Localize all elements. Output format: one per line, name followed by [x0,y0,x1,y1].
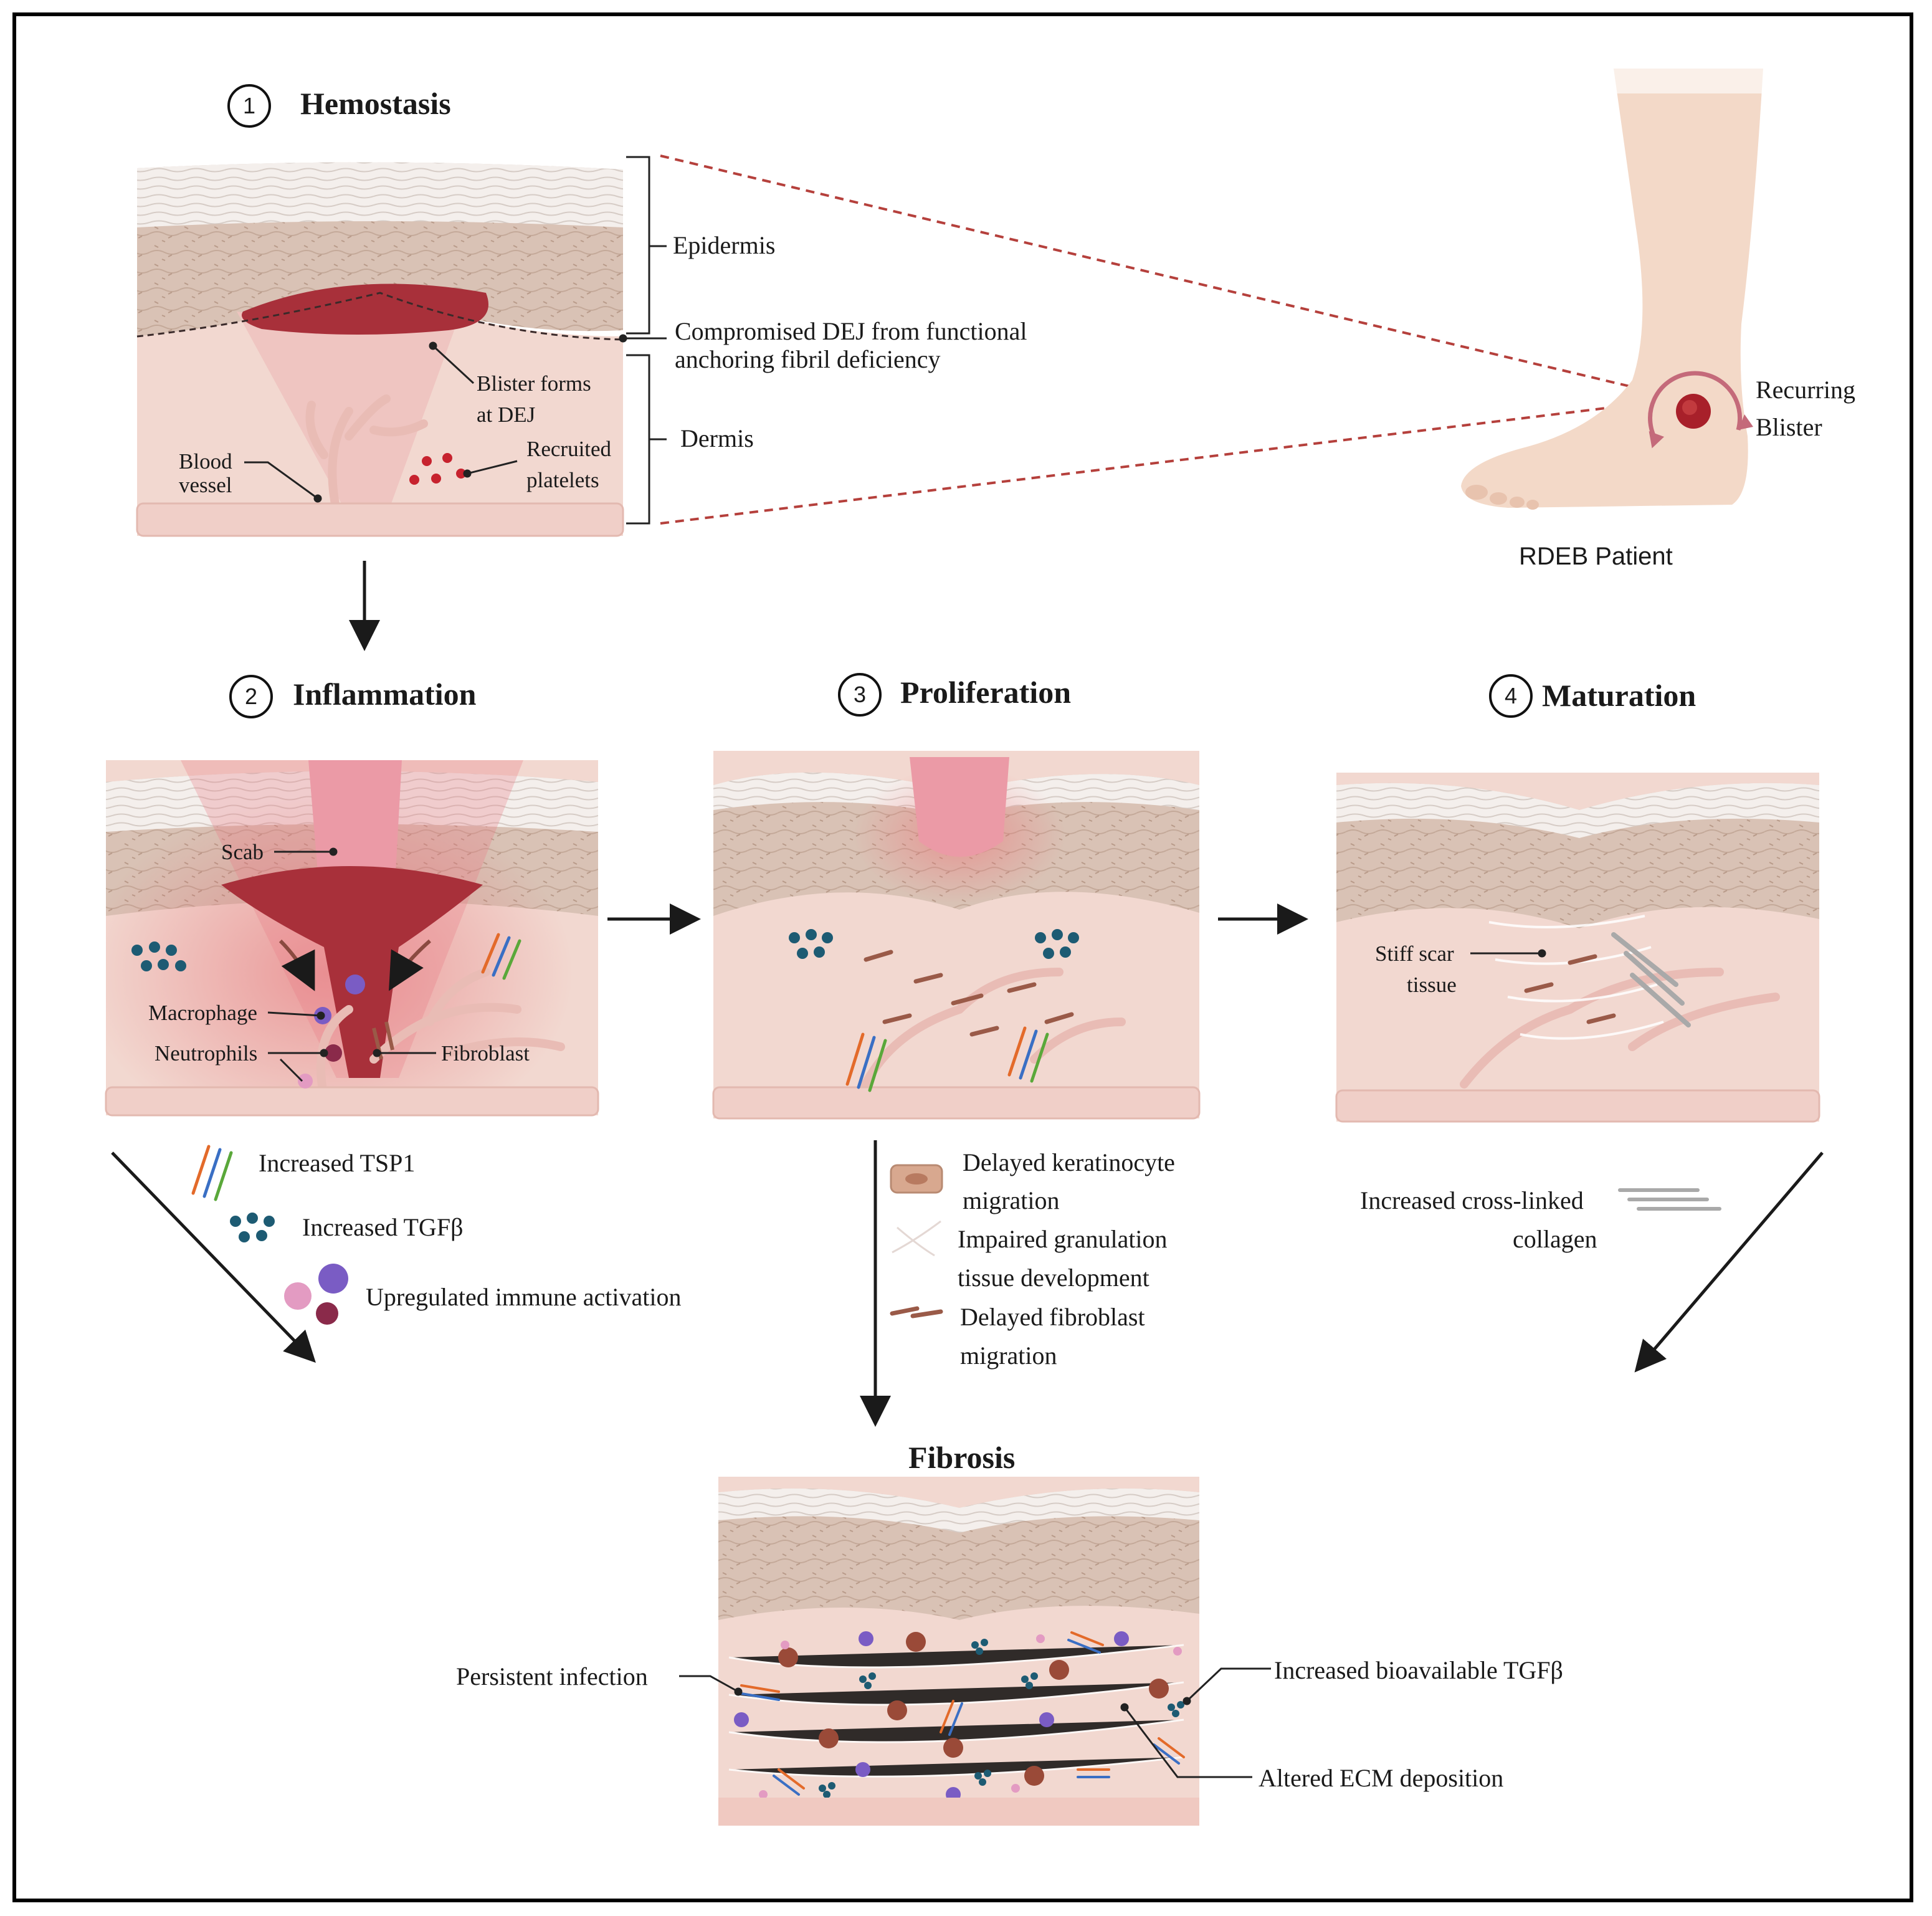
legend-immune: Upregulated immune activation [366,1283,682,1311]
legend-kera-line1: Delayed keratinocyte [963,1148,1175,1176]
legend-collagen-line2: collagen [1513,1225,1597,1253]
legend-tgfb: Increased TGFβ [302,1213,464,1241]
label-scar-line1: Stiff scar [1375,941,1454,966]
fibrosis-leaders [679,1667,1271,1778]
hemostasis-brackets [619,156,667,525]
legend-kera-line2: migration [963,1186,1060,1214]
label-scar-line2: tissue [1407,973,1457,997]
label-bioavailable-tgfb: Increased bioavailable TGFβ [1274,1656,1563,1684]
label-blood-line1: Blood [179,449,232,474]
stage-number-3: 3 [838,673,882,717]
stage-title-hemostasis: Hemostasis [300,86,451,121]
stage-title-proliferation: Proliferation [900,675,1071,710]
label-recurring-line1: Recurring [1756,376,1855,404]
label-macrophage: Macrophage [148,1001,257,1025]
inflammation-leaders [267,847,436,1082]
legend-gran-line1: Impaired granulation [958,1225,1168,1253]
label-dej-line2: anchoring fibril deficiency [675,345,941,373]
label-altered-ecm: Altered ECM deposition [1259,1764,1504,1792]
stage-title-maturation: Maturation [1542,678,1696,713]
label-persistent-infection: Persistent infection [456,1662,648,1690]
fibrosis-skin-panel [718,1477,1199,1826]
stage-number-1: 1 [227,84,271,128]
legend-fibro-line2: migration [960,1342,1057,1370]
proliferation-skin-panel [712,751,1201,1120]
stage-title-inflammation: Inflammation [293,677,477,712]
label-recurring-line2: Blister [1756,413,1822,441]
legend-collagen-line1: Increased cross-linked [1360,1186,1584,1214]
label-blister-line2: at DEJ [477,403,536,427]
hemostasis-skin-panel [136,162,624,537]
label-blister-line1: Blister forms [477,371,591,396]
label-fibroblast: Fibroblast [441,1041,530,1065]
inflammation-skin-panel [105,760,599,1117]
label-dej-line1: Compromised DEJ from functional [675,317,1027,345]
stage-title-fibrosis: Fibrosis [908,1440,1016,1475]
label-dermis: Dermis [680,424,754,452]
label-neutrophils: Neutrophils [155,1041,258,1065]
label-epidermis: Epidermis [673,231,776,259]
stage-number-4: 4 [1489,674,1533,718]
legend-tsp1: Increased TSP1 [259,1149,416,1177]
label-blood-line2: vessel [179,473,232,497]
maturation-leader [1470,949,1546,958]
label-rdeb-patient: RDEB Patient [1519,543,1673,570]
figure-border [12,12,1913,1902]
legend-gran-line2: tissue development [958,1264,1149,1292]
legend-icons [191,1145,1721,1325]
label-platelets-line1: Recruited [526,437,612,461]
label-platelets-line2: platelets [526,468,599,492]
maturation-skin-panel [1335,773,1820,1123]
legend-fibro-line1: Delayed fibroblast [960,1303,1145,1331]
flow-arrows [111,561,1824,1427]
zoom-dashed-lines [660,155,1683,525]
stage-number-2: 2 [229,675,273,718]
patient-leg-illustration [1461,69,1763,510]
hemostasis-leaders [244,341,518,503]
label-scab: Scab [221,840,264,864]
